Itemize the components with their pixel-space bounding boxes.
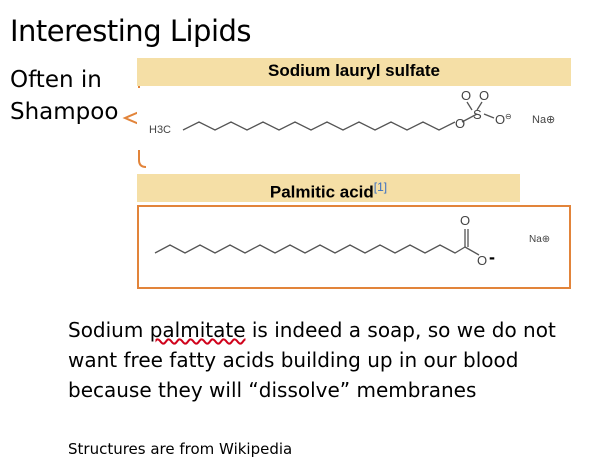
reference-link[interactable]: [1] <box>373 180 388 194</box>
side-label-line1: Often in <box>10 67 102 93</box>
o-top-label: O <box>460 213 470 228</box>
slide-title: Interesting Lipids <box>10 14 252 48</box>
body-post: is indeed a soap, so we do not want free… <box>68 318 556 402</box>
compound1-structure: H3C O O O S O ⊖ Na⊕ <box>137 88 571 150</box>
charge-label: ⊖ <box>505 112 512 121</box>
footnote: Structures are from Wikipedia <box>68 440 293 458</box>
compound2-header: Palmitic acid[1] <box>137 174 520 202</box>
palmitic-acid-diagram: O O - Na⊕ <box>154 213 550 268</box>
compound2-structure: O O - Na⊕ <box>137 205 571 289</box>
compound1-name: Sodium lauryl sulfate <box>268 61 440 80</box>
o-label-1: O <box>455 116 465 131</box>
o-label-4: O <box>495 112 505 127</box>
counterion-label-2: Na⊕ <box>529 234 550 245</box>
counterion-label: Na⊕ <box>532 114 555 126</box>
side-label: Often in Shampoo <box>10 64 118 128</box>
minus-sign: - <box>489 247 495 267</box>
o-label-3: O <box>479 88 489 103</box>
compound2-name: Palmitic acid <box>269 182 374 202</box>
body-pre: Sodium <box>68 318 150 342</box>
compound1-header: Sodium lauryl sulfate <box>137 58 571 86</box>
body-paragraph: Sodium palmitate is indeed a soap, so we… <box>68 315 598 405</box>
h3c-label: H3C <box>149 124 171 136</box>
sodium-lauryl-sulfate-diagram: H3C O O O S O ⊖ Na⊕ <box>149 88 555 136</box>
side-label-line2: Shampoo <box>10 99 119 125</box>
body-underlined: palmitate <box>149 318 246 342</box>
s-label: S <box>473 107 482 122</box>
o-label-2: O <box>461 88 471 103</box>
o-minus-label: O <box>477 253 487 268</box>
